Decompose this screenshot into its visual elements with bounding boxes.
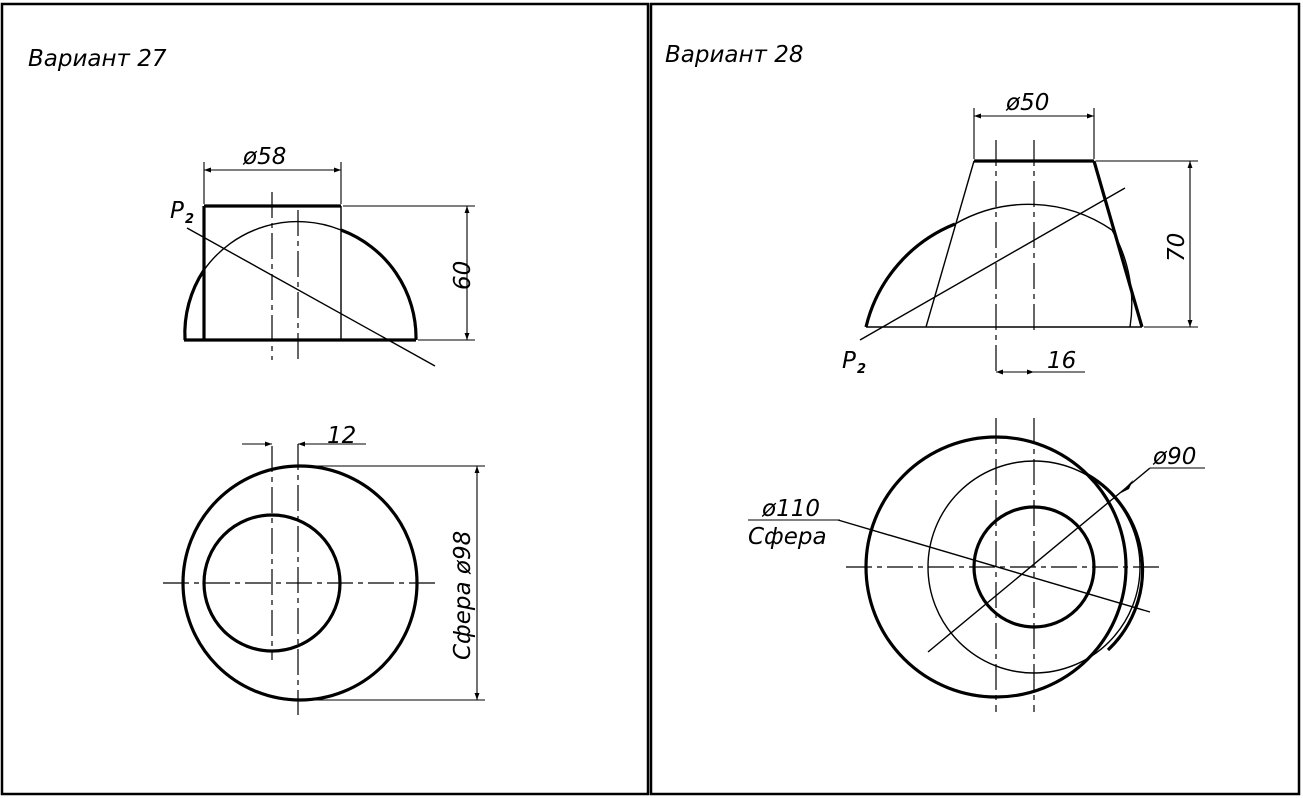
right-dim-90-line bbox=[927, 467, 1151, 653]
left-panel-frame bbox=[0, 2, 650, 796]
svg-text:2: 2 bbox=[185, 212, 194, 227]
left-hemisphere-left-arc bbox=[183, 269, 206, 341]
left-dim-sphere-text: Сфера ø98 bbox=[450, 531, 476, 660]
right-cone-base-arc bbox=[1087, 473, 1145, 652]
left-cutting-plane bbox=[186, 227, 436, 367]
right-dim-height-text: 70 bbox=[1164, 233, 1190, 262]
left-dim-height: 60 bbox=[343, 205, 476, 341]
right-dim-diameter: ø50 bbox=[973, 90, 1095, 159]
right-sphere-leader bbox=[837, 519, 1151, 613]
right-dim-90: ø90 bbox=[1119, 444, 1205, 494]
left-front-view bbox=[183, 192, 436, 367]
left-hemisphere-right-arc bbox=[340, 228, 418, 341]
right-dim-90-text: ø90 bbox=[1152, 444, 1196, 470]
right-dim-diameter-text: ø50 bbox=[1005, 90, 1049, 116]
right-top-view bbox=[837, 418, 1160, 712]
left-dim-diameter: ø58 bbox=[203, 144, 342, 204]
svg-text:2: 2 bbox=[857, 362, 866, 377]
left-panel: Вариант 27 ø58 60 P bbox=[28, 46, 485, 715]
left-dim-height-text: 60 bbox=[450, 261, 476, 290]
left-hemisphere-inner-arc bbox=[203, 220, 342, 271]
right-cone-right-edge bbox=[1092, 160, 1144, 328]
left-dim-offset-text: 12 bbox=[327, 423, 356, 449]
left-dim-offset: 12 bbox=[242, 423, 366, 449]
svg-text:P: P bbox=[170, 198, 184, 224]
right-panel-frame bbox=[649, 2, 1301, 796]
right-cutting-plane bbox=[859, 187, 1126, 341]
right-plane-label: P 2 bbox=[842, 348, 866, 377]
right-dim-sphere-word: Сфера bbox=[748, 524, 827, 550]
svg-text:P: P bbox=[842, 348, 856, 374]
right-title: Вариант 28 bbox=[665, 42, 804, 68]
right-dim-offset: 16 bbox=[996, 348, 1085, 375]
right-cone-left-edge bbox=[925, 160, 975, 328]
left-dim-sphere: Сфера ø98 bbox=[300, 465, 485, 701]
right-dim-height: 70 bbox=[1096, 160, 1198, 328]
left-dim-diameter-text: ø58 bbox=[242, 144, 286, 170]
right-front-view bbox=[859, 140, 1144, 375]
right-dim-sphere: ø110 Сфера bbox=[748, 496, 840, 550]
right-panel: Вариант 28 ø50 70 P 2 bbox=[665, 42, 1205, 712]
right-hemisphere-left-arc bbox=[864, 222, 956, 328]
left-title: Вариант 27 bbox=[28, 46, 167, 72]
right-hemisphere-right-arc bbox=[1111, 229, 1133, 328]
right-dim-offset-text: 16 bbox=[1047, 348, 1076, 374]
left-plane-label: P 2 bbox=[170, 198, 194, 227]
right-dim-sphere-diameter: ø110 bbox=[761, 496, 820, 522]
left-top-view bbox=[163, 444, 436, 715]
